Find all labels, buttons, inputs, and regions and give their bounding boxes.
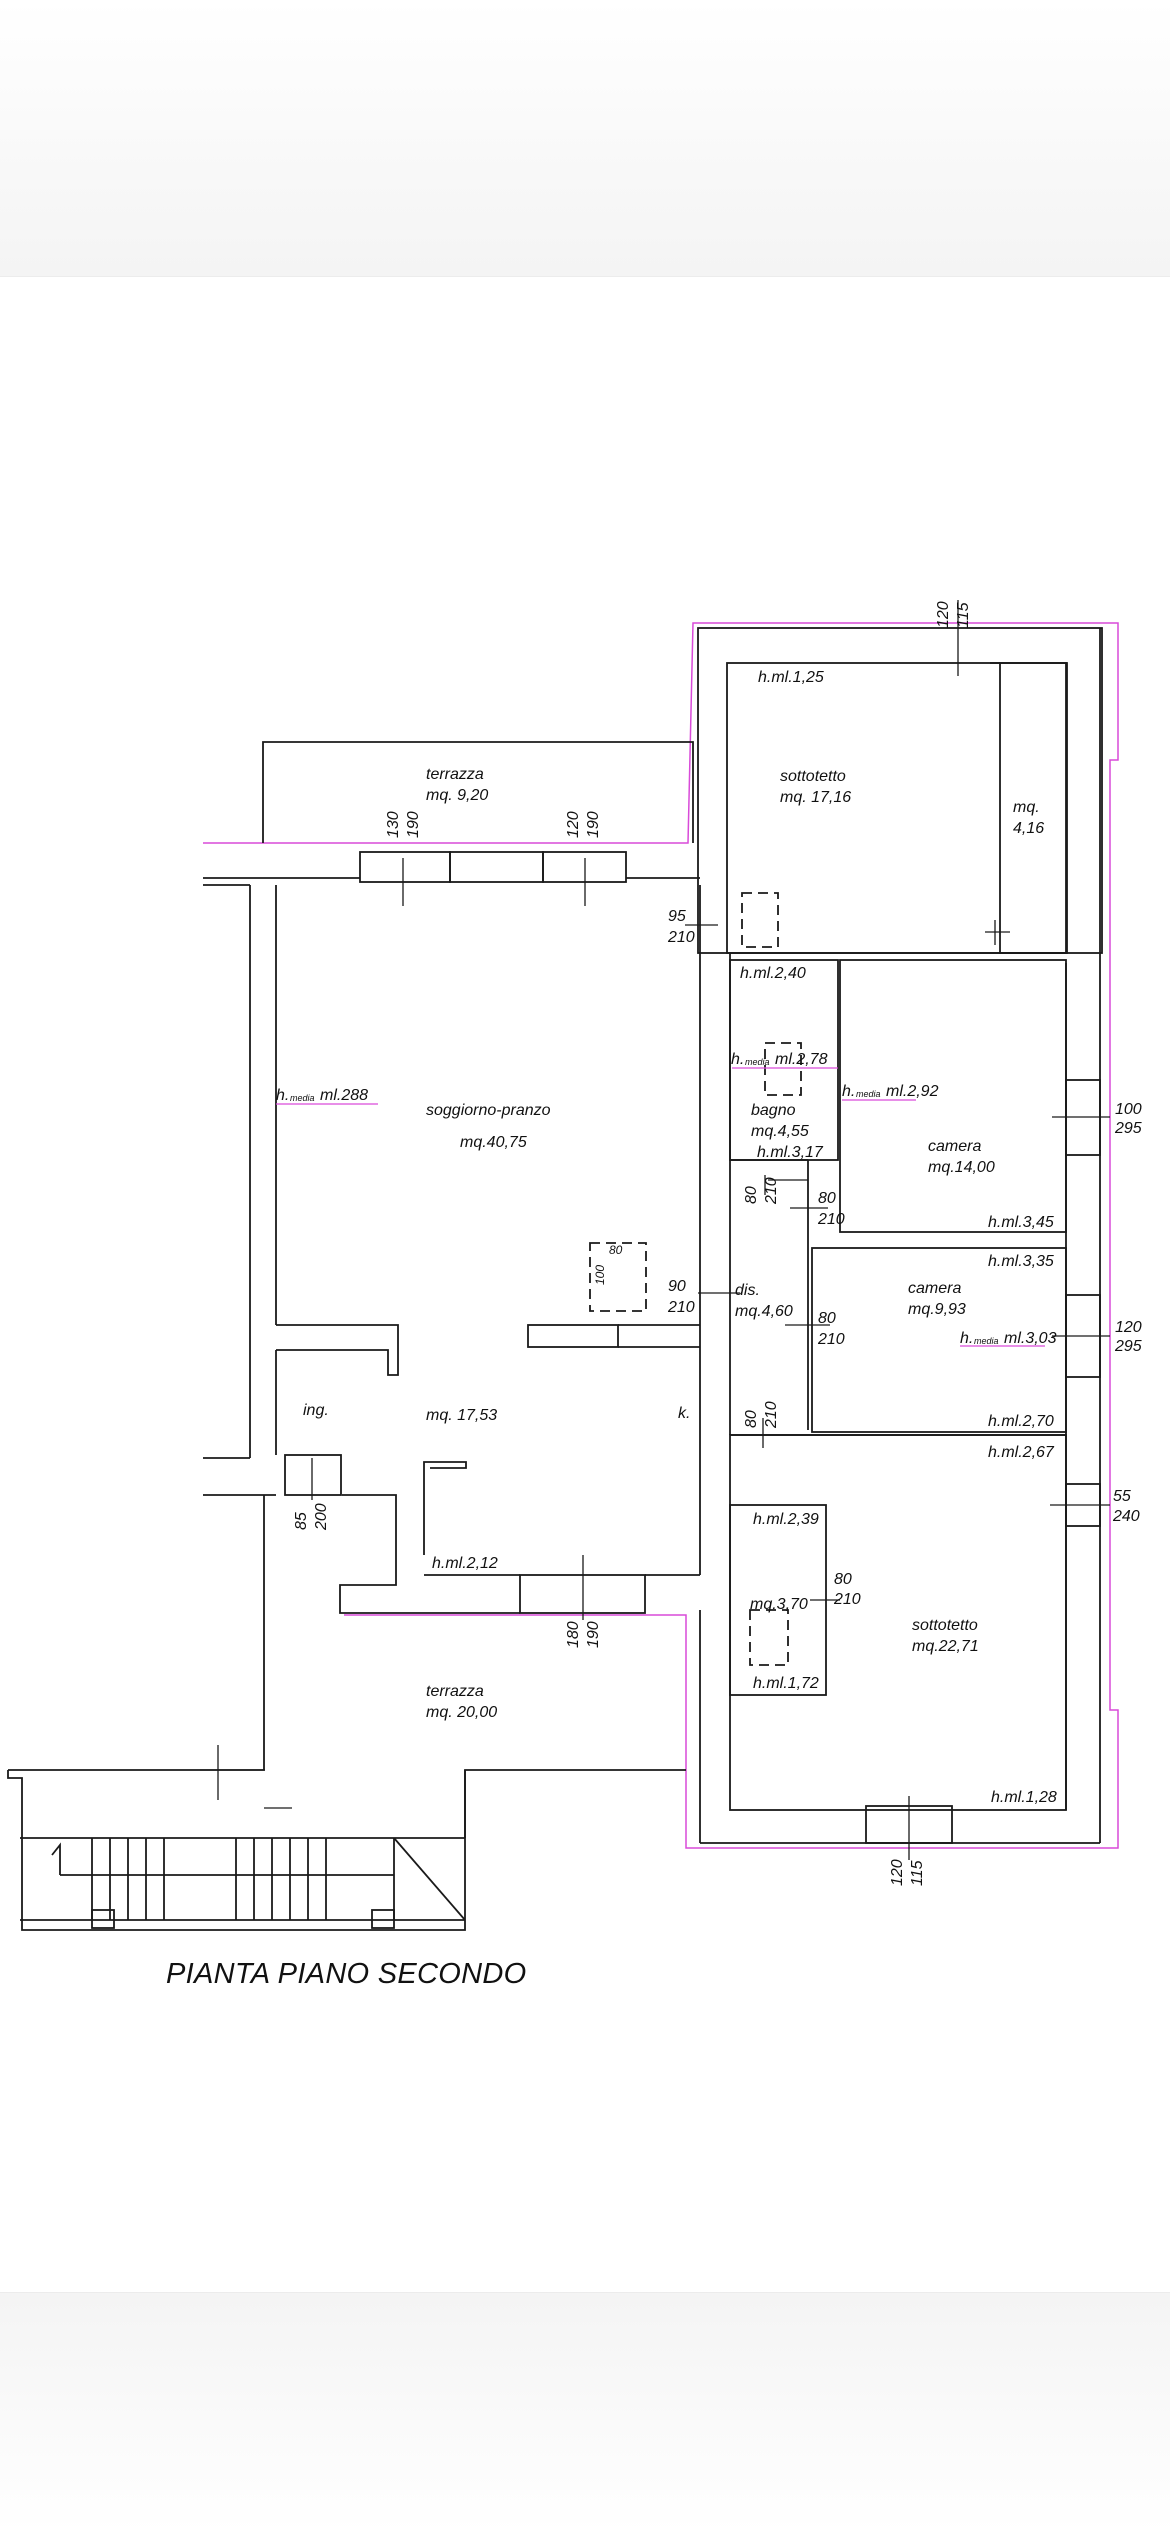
entry-name: ing. <box>303 1402 329 1419</box>
bed2-door-h: 210 <box>817 1331 845 1348</box>
terrace-win1-w: 130 <box>385 811 402 838</box>
bath-height-media-sub: media <box>745 1057 770 1067</box>
attic-small-area-2: 4,16 <box>1013 820 1044 837</box>
bed1-door-w: 80 <box>818 1190 836 1207</box>
kitchen-name: k. <box>678 1405 690 1422</box>
small-attic-door-w: 80 <box>834 1571 852 1588</box>
living-height-sub: media <box>290 1093 315 1103</box>
bath-door-h: 210 <box>763 1177 780 1205</box>
terrace-top-name: terrazza <box>426 766 484 783</box>
bed1-height-prefix: h. <box>842 1083 855 1100</box>
bath-height-media-prefix: h. <box>731 1051 744 1068</box>
bath-area: mq.4,55 <box>751 1123 809 1140</box>
bed2-height-top: h.ml.3,35 <box>988 1253 1054 1270</box>
living-door-h: 210 <box>667 929 695 946</box>
living-door-w: 95 <box>668 908 686 925</box>
living-name: soggiorno-pranzo <box>426 1102 551 1119</box>
entry-area: mq. 17,53 <box>426 1407 497 1424</box>
hall-door-w: 90 <box>668 1278 686 1295</box>
terrace-bottom-area: mq. 20,00 <box>426 1704 497 1721</box>
bath-height-top: h.ml.2,40 <box>740 965 806 982</box>
bath-name: bagno <box>751 1102 796 1119</box>
bottom-window-w: 120 <box>889 1859 906 1886</box>
property-boundary <box>203 622 1119 1849</box>
attic-top-area: mq. 17,16 <box>780 789 851 806</box>
attic-top-height: h.ml.1,25 <box>758 669 824 686</box>
entry-height: h.ml.2,12 <box>432 1555 498 1572</box>
bed2-height-value: ml.3,03 <box>1004 1330 1057 1347</box>
bed2-window-w: 120 <box>1115 1319 1142 1336</box>
living-height-value: ml.288 <box>320 1087 368 1104</box>
attic-bottom-height-bottom: h.ml.1,28 <box>991 1789 1057 1806</box>
media-underlines <box>276 1067 1045 1347</box>
bed1-area: mq.14,00 <box>928 1159 995 1176</box>
bed2-height-bottom: h.ml.2,70 <box>988 1413 1054 1430</box>
lower-door-w: 80 <box>743 1410 760 1428</box>
terrace-win2-w: 120 <box>565 811 582 838</box>
top-window-h: 115 <box>955 602 972 628</box>
attic-small-bottom-area: mq.3,70 <box>750 1596 808 1613</box>
entry-door <box>284 1454 342 1496</box>
bath-height-media-value: ml.2,78 <box>775 1051 828 1068</box>
terrace-bottom-name: terrazza <box>426 1683 484 1700</box>
entry-door-w: 85 <box>293 1512 310 1530</box>
terrace-win1-h: 190 <box>405 811 422 838</box>
bed1-window-w: 100 <box>1115 1101 1142 1118</box>
bed1-name: camera <box>928 1138 981 1155</box>
lower-door-h: 210 <box>763 1401 780 1429</box>
attic-bottom-area: mq.22,71 <box>912 1638 979 1655</box>
walls <box>7 600 1110 1931</box>
attic-window-w: 55 <box>1113 1488 1131 1505</box>
hall-door-h: 210 <box>667 1299 695 1316</box>
skylight-dim: 80 <box>609 1243 623 1257</box>
bed1-height-value: ml.2,92 <box>886 1083 939 1100</box>
terrace-door-w: 180 <box>565 1621 582 1648</box>
drawing-title: PIANTA PIANO SECONDO <box>166 1958 527 1990</box>
attic-small-bottom-height-top: h.ml.2,39 <box>753 1511 819 1528</box>
bottom-margin-band <box>0 2292 1170 2533</box>
bed1-door-h: 210 <box>817 1211 845 1228</box>
terrace-top-area: mq. 9,20 <box>426 787 488 804</box>
bed2-height-sub: media <box>974 1336 999 1346</box>
terrace-win2-h: 190 <box>585 811 602 838</box>
hall-name: dis. <box>735 1282 760 1299</box>
bath-height-bottom: h.ml.3,17 <box>757 1144 824 1161</box>
attic-bottom-name: sottotetto <box>912 1617 978 1634</box>
terrace-door-h: 190 <box>585 1621 602 1648</box>
bed2-area: mq.9,93 <box>908 1301 966 1318</box>
terrace-top <box>262 741 694 843</box>
attic-small-bottom-height-bottom: h.ml.1,72 <box>753 1675 819 1692</box>
skylights <box>589 892 802 1666</box>
attic-window-h: 240 <box>1112 1508 1140 1525</box>
bed1-height-bottom: h.ml.3,45 <box>988 1214 1054 1231</box>
top-window-w: 120 <box>935 601 952 628</box>
attic-top-name: sottotetto <box>780 768 846 785</box>
attic-small-area-1: mq. <box>1013 799 1040 816</box>
attic-bottom <box>729 1434 1067 1811</box>
room-labels: terrazza mq. 9,20 h.ml.1,25 sottotetto m… <box>276 669 1057 1806</box>
bed2-name: camera <box>908 1280 961 1297</box>
skylight-dim-2: 100 <box>593 1265 607 1285</box>
bed2-window-h: 295 <box>1114 1338 1142 1355</box>
entry-door-h: 200 <box>313 1503 330 1531</box>
opening-ticks <box>200 600 1110 1860</box>
top-margin-band <box>0 0 1170 277</box>
attic-bottom-height-top: h.ml.2,67 <box>988 1444 1055 1461</box>
bed2-height-prefix: h. <box>960 1330 973 1347</box>
attic-small-room <box>999 662 1067 954</box>
living-height-prefix: h. <box>276 1087 289 1104</box>
bed1-window-h: 295 <box>1114 1120 1142 1137</box>
terrace-window-1 <box>359 851 451 883</box>
attic-top-inner <box>726 662 1068 954</box>
small-attic-door-h: 210 <box>833 1591 861 1608</box>
bed2-door-w: 80 <box>818 1310 836 1327</box>
living-area: mq.40,75 <box>460 1134 527 1151</box>
bed1-height-sub: media <box>856 1089 881 1099</box>
opening-dimensions: 120 115 130 190 120 190 95 210 100 295 8… <box>293 601 1142 1886</box>
bath-door-w: 80 <box>743 1186 760 1204</box>
staircase <box>51 1837 466 1929</box>
hall-area: mq.4,60 <box>735 1303 793 1320</box>
bottom-window-h: 115 <box>909 1860 926 1886</box>
